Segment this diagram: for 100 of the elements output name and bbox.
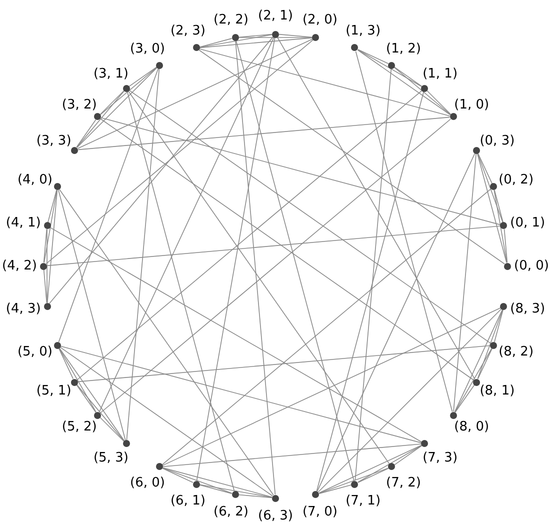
- node-label: (7, 1): [346, 494, 381, 508]
- graph-edge: [454, 309, 503, 412]
- node-label: (0, 3): [480, 134, 515, 148]
- graph-edge: [494, 309, 504, 342]
- graph-edge: [78, 116, 450, 150]
- graph-edge: [318, 308, 502, 492]
- graph-edge: [77, 38, 314, 149]
- graph-edge: [100, 417, 124, 442]
- graph-edge: [48, 36, 274, 304]
- node-label: (5, 2): [62, 420, 97, 434]
- node-label: (1, 0): [454, 98, 490, 112]
- graph-edge: [100, 118, 451, 414]
- graph-edge: [76, 90, 422, 380]
- graph-edge: [128, 90, 492, 344]
- graph-edge: [478, 348, 492, 380]
- graph-edge: [358, 49, 389, 64]
- graph-edge: [357, 50, 451, 116]
- node-label: (6, 0): [130, 476, 165, 489]
- graph-edge: [50, 227, 422, 442]
- node-label: (7, 3): [422, 451, 458, 464]
- node-label: (5, 3): [93, 451, 128, 464]
- graph-edge: [162, 468, 232, 494]
- graph-edge: [199, 484, 272, 498]
- graph-edge: [454, 348, 492, 412]
- graph-edge: [128, 66, 158, 87]
- graph-edge: [476, 152, 507, 264]
- graph-edge: [238, 37, 313, 38]
- graph-edge: [162, 188, 492, 466]
- graph-edge: [126, 91, 235, 492]
- graph-edge: [100, 118, 474, 380]
- node-label: (8, 0): [454, 420, 490, 434]
- graph-edge: [58, 348, 96, 412]
- graph-edge: [199, 37, 313, 48]
- graph-edge: [76, 384, 96, 413]
- graph-edge: [236, 40, 354, 482]
- graph-edge: [76, 90, 125, 148]
- node-label: (3, 0): [130, 42, 165, 56]
- graph-edge: [199, 484, 232, 494]
- graph-edge: [394, 66, 422, 87]
- node-label: (5, 1): [36, 384, 72, 398]
- node-label: (3, 1): [93, 68, 128, 81]
- graph-edge: [126, 68, 160, 441]
- node-label: (5, 0): [17, 345, 52, 358]
- graph-edge: [357, 49, 422, 87]
- node-label: (4, 0): [17, 174, 52, 187]
- graph-edge: [454, 384, 475, 413]
- node-label: (3, 2): [62, 98, 97, 112]
- node-label: (8, 1): [480, 384, 515, 398]
- graph-edge: [316, 152, 476, 492]
- graph-edge: [100, 117, 501, 226]
- graph-edge: [355, 50, 453, 412]
- graph-edge: [76, 119, 96, 148]
- graph-edge: [276, 36, 476, 380]
- graph-edge: [357, 445, 422, 483]
- node-label: (4, 1): [6, 216, 41, 230]
- graph-edge: [162, 444, 422, 468]
- graph-edge: [76, 67, 158, 148]
- graph-edge: [43, 269, 48, 304]
- node-label: (2, 3): [170, 24, 206, 38]
- graph-edge: [162, 467, 273, 498]
- graph-edge: [453, 153, 477, 412]
- node-label: (2, 0): [302, 13, 338, 26]
- node-label: (8, 3): [510, 302, 546, 316]
- node-label: (0, 2): [498, 174, 534, 187]
- graph-edge: [318, 484, 352, 494]
- graph-edge: [278, 34, 313, 38]
- graph-edge: [60, 346, 422, 444]
- graph-edge: [318, 444, 422, 494]
- graph-edge: [59, 189, 274, 496]
- graph-edge: [76, 384, 125, 442]
- graph-edge: [394, 445, 422, 466]
- node-label: (6, 3): [258, 510, 293, 522]
- graph-edge: [354, 68, 392, 481]
- graph-edge: [478, 152, 492, 184]
- node-label: (6, 2): [214, 506, 248, 519]
- graph-edge: [494, 190, 508, 263]
- graph-edge: [58, 190, 126, 441]
- graph-edge: [60, 346, 274, 496]
- graph-edge: [162, 468, 194, 483]
- graph-edge: [46, 226, 501, 266]
- graph-edge: [43, 228, 48, 263]
- graph-edge: [78, 345, 490, 382]
- graph-edge: [59, 348, 125, 442]
- graph-edge: [235, 40, 276, 495]
- graph-edge: [58, 348, 74, 380]
- graph-edge: [477, 152, 504, 223]
- graph-edge: [199, 48, 450, 116]
- graph-edge: [238, 34, 272, 38]
- graph-edge: [504, 228, 508, 263]
- graph-edge: [318, 468, 389, 494]
- graph-edge: [199, 34, 272, 48]
- node-label: (0, 1): [510, 216, 546, 230]
- graph-edge: [98, 36, 274, 412]
- graph-edge: [128, 90, 390, 464]
- node-label: (4, 2): [2, 260, 37, 272]
- node-label: (2, 1): [258, 10, 293, 22]
- graph-edge: [196, 37, 276, 481]
- graph-edge: [394, 66, 451, 116]
- node-label: (4, 3): [6, 302, 41, 316]
- node-label: (8, 2): [498, 345, 534, 358]
